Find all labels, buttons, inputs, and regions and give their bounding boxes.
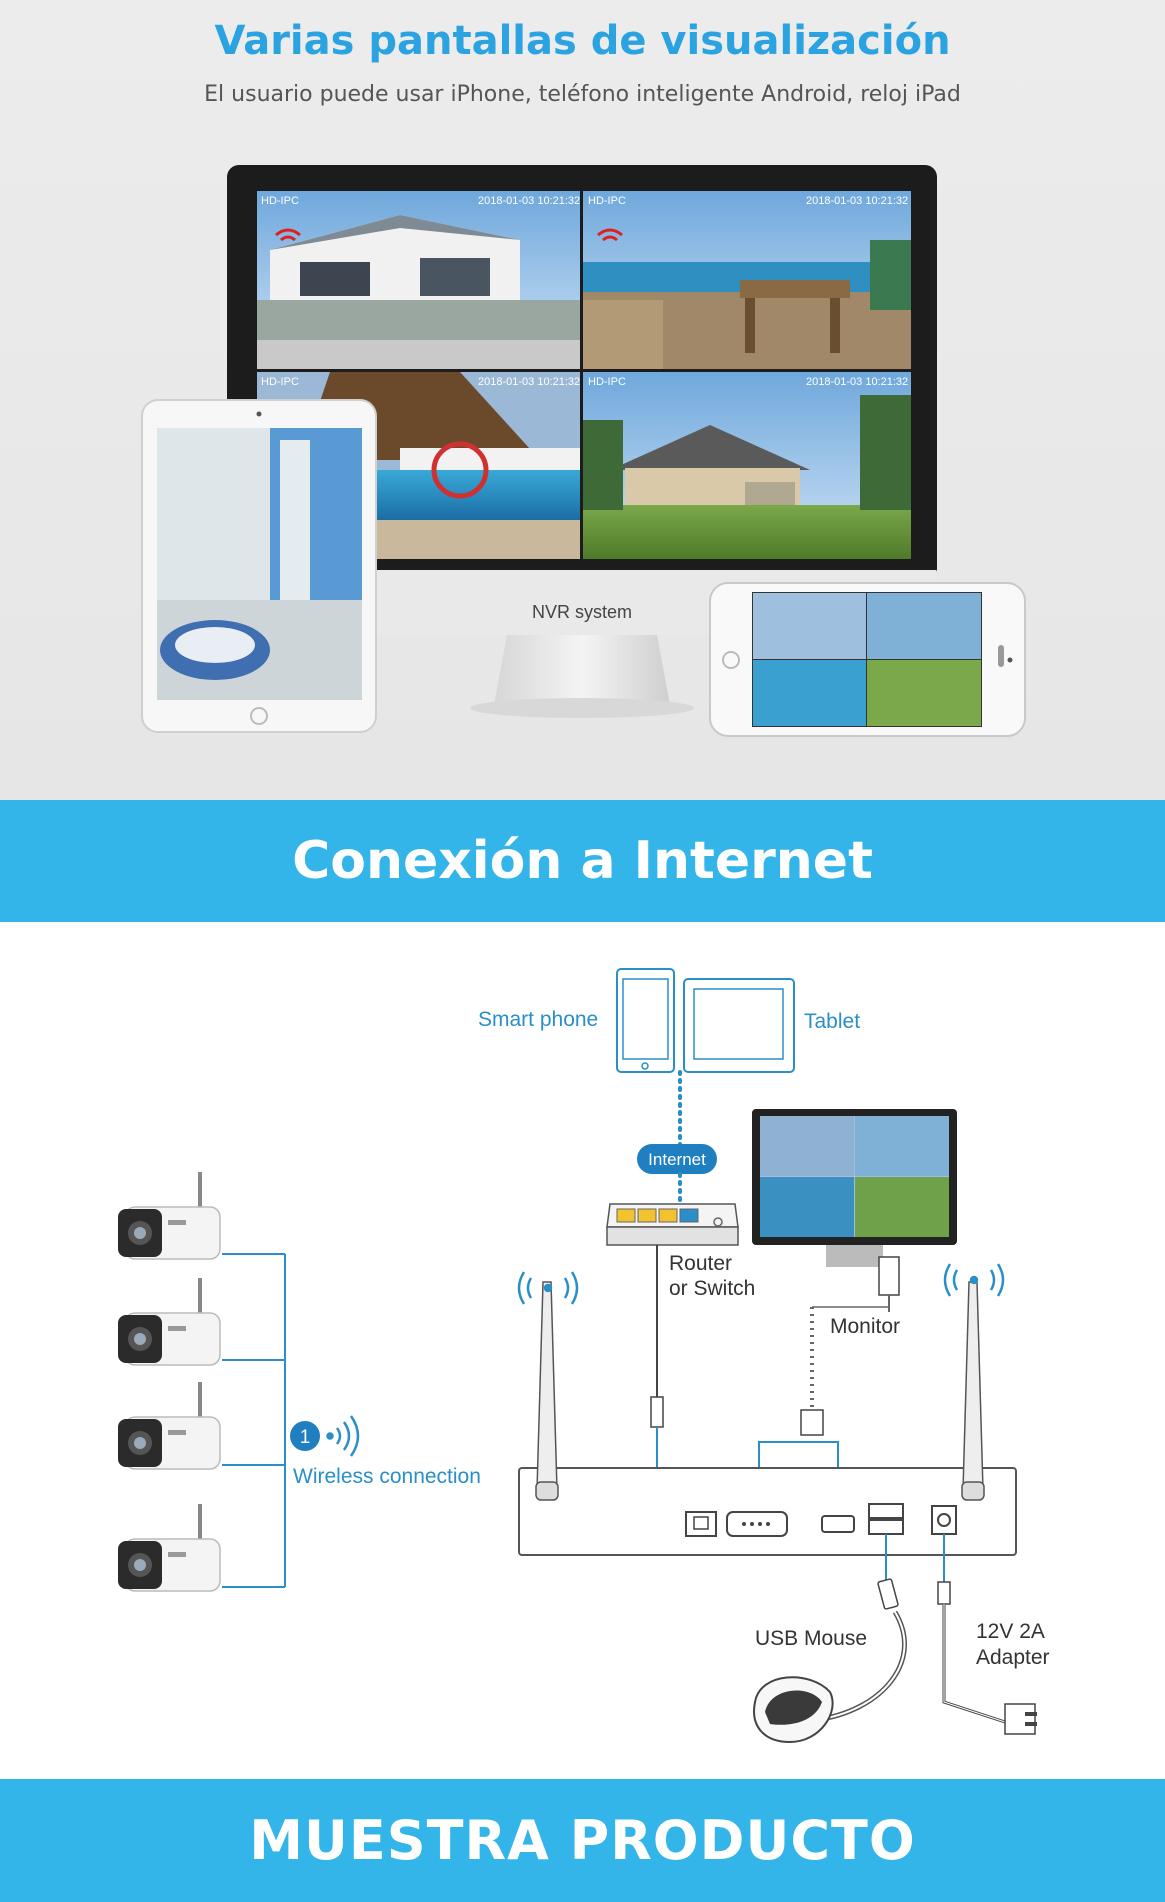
camera-timestamp: 2018-01-03 10:21:32 [806,376,909,388]
camera-timestamp: 2018-01-03 10:21:32 [478,195,581,207]
antenna-signal-icon [517,1263,1005,1305]
monitor-label: NVR system [532,602,632,622]
power-adapter-icon [1004,1703,1037,1735]
internet-connection-banner: Conexión a Internet [0,800,1165,922]
tablet-icon [683,978,795,1073]
smart-phone-label: Smart phone [478,1008,599,1031]
bullet-camera-3 [118,1382,221,1470]
product-showcase-banner: MUESTRA PRODUCTO [0,1779,1165,1902]
router-icon [606,1203,739,1246]
adapter-label-line1: 12V 2A [976,1620,1045,1643]
smartphone-device [709,582,1026,737]
monitor-icon [752,1109,957,1296]
section-title: Varias pantallas de visualización [214,18,951,64]
devices-illustration: NVR system [141,165,1026,737]
banner-title: Conexión a Internet [292,831,873,891]
bullet-camera-1 [118,1172,221,1260]
antenna-right [961,1281,985,1501]
camera-timestamp: 2018-01-03 10:21:32 [806,195,909,207]
monitor: NVR system [227,165,937,718]
router-label-line2: or Switch [669,1277,756,1300]
camera-link-lines [222,1253,286,1588]
bullet-camera-2 [118,1278,221,1366]
camera-tag: HD-IPC [588,376,626,388]
camera-view-1 [257,191,580,369]
banner-title: MUESTRA PRODUCTO [249,1809,916,1872]
camera-tag: HD-IPC [261,376,299,388]
cameras [118,1172,221,1592]
smart-phone-icon [616,968,675,1073]
tablet-label: Tablet [804,1010,861,1033]
camera-tag: HD-IPC [588,195,626,207]
wifi-icon [275,228,623,242]
adapter-label-line2: Adapter [976,1646,1050,1669]
multi-display-section: Varias pantallas de visualización El usu… [0,0,1165,800]
nvr-box [518,1467,1017,1556]
usb-mouse-label: USB Mouse [755,1627,868,1650]
internet-label: Internet [648,1150,706,1169]
camera-tag: HD-IPC [261,195,299,207]
section-subtitle: El usuario puede usar iPhone, teléfono i… [204,82,961,107]
badge-number: 1 [300,1427,311,1448]
wireless-connection-label: Wireless connection [293,1465,481,1488]
antenna-left [535,1281,559,1501]
bullet-camera-4 [118,1504,221,1592]
mouse-icon [753,1676,834,1744]
internet-badge: Internet [637,1144,717,1174]
camera-view-4 [583,372,911,559]
camera-view-2 [583,191,911,369]
camera-timestamp: 2018-01-03 10:21:32 [478,376,581,388]
monitor-label: Monitor [830,1315,901,1338]
wireless-badge: 1 [290,1415,360,1457]
router-label-line1: Router [669,1252,733,1275]
tablet-device [141,399,377,733]
connection-diagram: Internet [0,922,1165,1779]
